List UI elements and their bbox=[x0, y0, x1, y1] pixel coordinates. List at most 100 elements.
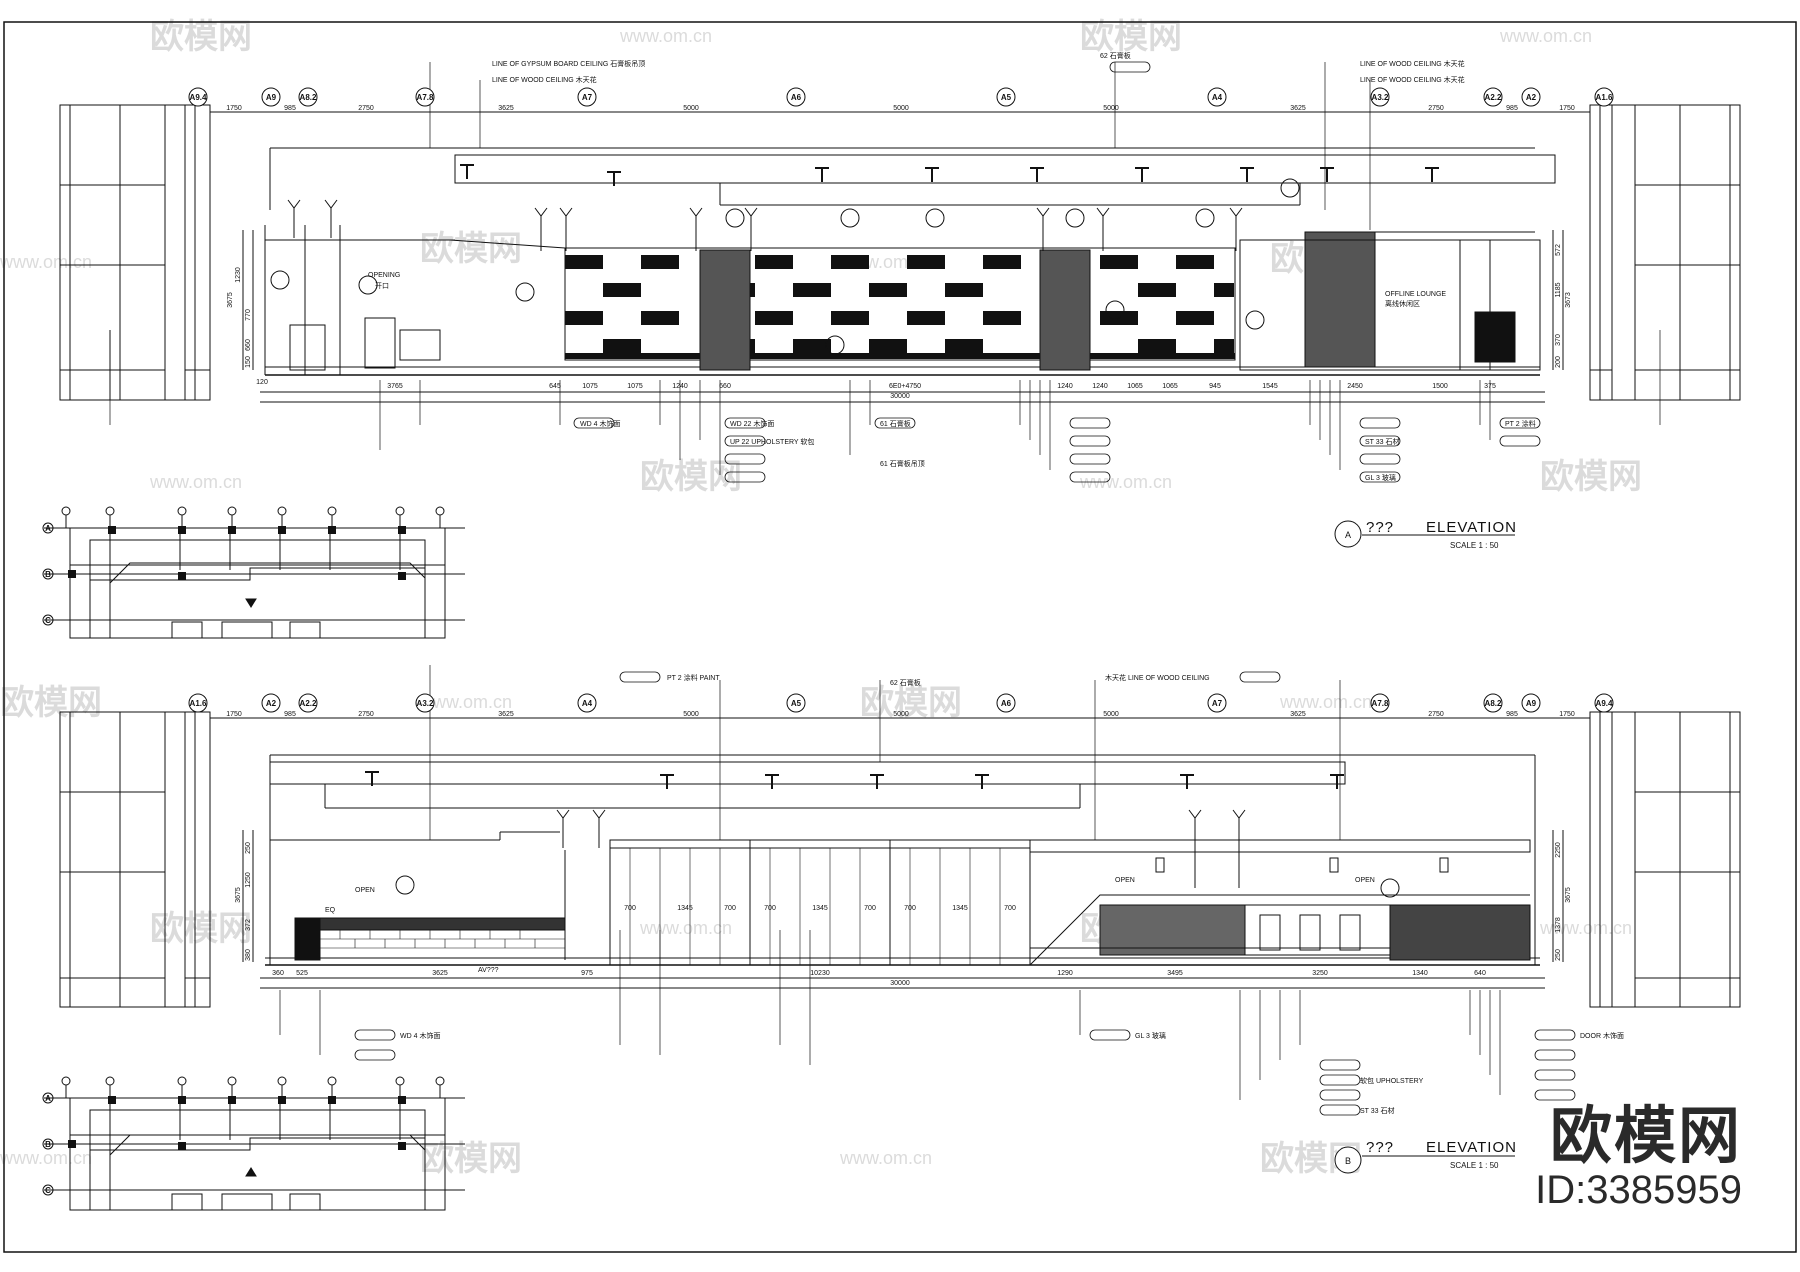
pendant-hangers bbox=[556, 809, 1246, 888]
svg-text:3625: 3625 bbox=[498, 105, 514, 112]
watermark-logo: 欧模网 bbox=[420, 230, 522, 268]
svg-text:3675: 3675 bbox=[227, 292, 234, 308]
svg-text:3625: 3625 bbox=[432, 970, 448, 977]
svg-text:1065: 1065 bbox=[1162, 383, 1178, 390]
svg-text:PT 2 涂料: PT 2 涂料 bbox=[1505, 419, 1536, 428]
watermark-logo: 欧模网 bbox=[1080, 18, 1182, 56]
svg-text:660: 660 bbox=[719, 383, 731, 390]
svg-text:1185: 1185 bbox=[1555, 282, 1562, 297]
axis-bubble: A9 bbox=[1521, 693, 1541, 713]
axis-bubble: A3.2 bbox=[415, 693, 435, 713]
watermark-url: www.om.cn bbox=[619, 26, 712, 46]
svg-text:1230: 1230 bbox=[235, 267, 242, 283]
svg-text:2750: 2750 bbox=[358, 105, 374, 112]
axis-bubble: A9 bbox=[261, 87, 281, 107]
watermark-url: www.om.cn bbox=[149, 472, 242, 492]
svg-text:B: B bbox=[45, 570, 51, 579]
svg-text:945: 945 bbox=[1209, 383, 1221, 390]
watermark-url: www.om.cn bbox=[839, 1148, 932, 1168]
svg-text:A2: A2 bbox=[1526, 93, 1537, 102]
watermark-logo: 欧模网 bbox=[150, 910, 252, 948]
plan-a: A B C bbox=[42, 506, 465, 639]
svg-text:3625: 3625 bbox=[1290, 711, 1306, 718]
svg-text:525: 525 bbox=[296, 970, 308, 977]
svg-text:A3.2: A3.2 bbox=[417, 699, 434, 708]
elevation-title: ??? bbox=[1366, 519, 1394, 536]
svg-text:A5: A5 bbox=[791, 699, 802, 708]
svg-text:1345: 1345 bbox=[677, 905, 693, 912]
svg-text:375: 375 bbox=[1484, 383, 1496, 390]
svg-text:1500: 1500 bbox=[1432, 383, 1448, 390]
svg-text:A9.4: A9.4 bbox=[190, 93, 207, 102]
watermark-url: www.om.cn bbox=[0, 1148, 92, 1168]
axis-bubble: A3.2 bbox=[1370, 87, 1390, 107]
svg-text:2750: 2750 bbox=[1428, 105, 1444, 112]
svg-text:A9: A9 bbox=[266, 93, 277, 102]
svg-text:985: 985 bbox=[1506, 105, 1518, 112]
axis-bubble: A2 bbox=[261, 693, 281, 713]
svg-text:A7.8: A7.8 bbox=[1372, 699, 1389, 708]
elevation-heading: ELEVATION bbox=[1426, 519, 1517, 536]
curtain-wall-right bbox=[1589, 711, 1741, 1008]
svg-text:1250: 1250 bbox=[245, 872, 252, 888]
svg-text:1750: 1750 bbox=[1559, 105, 1575, 112]
beam-markers bbox=[365, 771, 1344, 789]
material-tags bbox=[573, 61, 1541, 483]
svg-text:A4: A4 bbox=[1212, 93, 1223, 102]
elevation-a bbox=[59, 61, 1741, 483]
note-opening-cn: 开口 bbox=[375, 282, 389, 290]
svg-text:LINE OF WOOD CEILING 木天花: LINE OF WOOD CEILING 木天花 bbox=[492, 75, 597, 84]
svg-text:1240: 1240 bbox=[1092, 383, 1108, 390]
svg-text:A7: A7 bbox=[1212, 699, 1223, 708]
svg-text:700: 700 bbox=[864, 905, 876, 912]
svg-text:360: 360 bbox=[272, 970, 284, 977]
dimensions-a: 1750 985 2750 3625 5000 5000 5000 3625 2… bbox=[226, 105, 1575, 400]
axis-bubbles-b: A1.6 A2 A2.2 A3.2 A4 A5 A6 A7 A7.8 A8.2 … bbox=[188, 693, 1614, 713]
elevation-tag: A bbox=[1345, 530, 1351, 540]
brick-wall bbox=[319, 929, 566, 959]
watermark-url: www.om.cn bbox=[0, 252, 92, 272]
elevation-b bbox=[59, 665, 1741, 1116]
title-block-b: B ??? ELEVATION SCALE 1 : 50 bbox=[1334, 1139, 1517, 1174]
plan-grid-bubbles bbox=[42, 1076, 445, 1196]
svg-text:A: A bbox=[45, 1094, 51, 1103]
svg-text:5000: 5000 bbox=[893, 105, 909, 112]
svg-text:A7: A7 bbox=[582, 93, 593, 102]
watermark-url: www.om.cn bbox=[1499, 26, 1592, 46]
svg-text:250: 250 bbox=[1555, 949, 1562, 961]
watermark-logo: 欧模网 bbox=[860, 684, 962, 722]
axis-bubble: A9.4 bbox=[1594, 693, 1614, 713]
beam-markers bbox=[460, 164, 1439, 186]
svg-text:2750: 2750 bbox=[358, 711, 374, 718]
axis-bubble: A7.8 bbox=[415, 87, 435, 107]
brand-model-id: ID:3385959 bbox=[1535, 1168, 1742, 1212]
axis-bubble: A2.2 bbox=[1483, 87, 1503, 107]
svg-text:1340: 1340 bbox=[1412, 970, 1428, 977]
watermark-logo: 欧模网 bbox=[640, 458, 742, 496]
svg-text:A9: A9 bbox=[1526, 699, 1537, 708]
material-tags bbox=[354, 671, 1576, 1116]
svg-text:LINE OF WOOD CEILING 木天花: LINE OF WOOD CEILING 木天花 bbox=[1360, 75, 1465, 84]
axis-bubble: A7 bbox=[577, 87, 597, 107]
svg-text:6E0+4750: 6E0+4750 bbox=[889, 383, 921, 390]
svg-text:1075: 1075 bbox=[627, 383, 643, 390]
svg-text:WD 4 木饰面: WD 4 木饰面 bbox=[400, 1031, 440, 1040]
svg-text:3250: 3250 bbox=[1312, 970, 1328, 977]
svg-text:B: B bbox=[45, 1140, 51, 1149]
svg-text:660: 660 bbox=[245, 339, 252, 351]
svg-text:30000: 30000 bbox=[890, 980, 910, 987]
watermark-logo: 欧模网 bbox=[420, 1140, 522, 1178]
svg-text:1750: 1750 bbox=[1559, 711, 1575, 718]
svg-text:5000: 5000 bbox=[1103, 105, 1119, 112]
elevation-heading: ELEVATION bbox=[1426, 1139, 1517, 1156]
svg-text:1290: 1290 bbox=[1057, 970, 1073, 977]
svg-text:A8.2: A8.2 bbox=[300, 93, 317, 102]
axis-bubble: A8.2 bbox=[1483, 693, 1503, 713]
svg-text:OPEN: OPEN bbox=[1355, 877, 1375, 884]
ceiling-band bbox=[454, 154, 1556, 184]
svg-text:GL 3 玻璃: GL 3 玻璃 bbox=[1365, 473, 1396, 482]
svg-text:UP 22 UPHOLSTERY 软包: UP 22 UPHOLSTERY 软包 bbox=[730, 437, 814, 446]
svg-text:C: C bbox=[45, 616, 51, 625]
svg-text:370: 370 bbox=[1555, 334, 1562, 346]
axis-bubble: A2 bbox=[1521, 87, 1541, 107]
